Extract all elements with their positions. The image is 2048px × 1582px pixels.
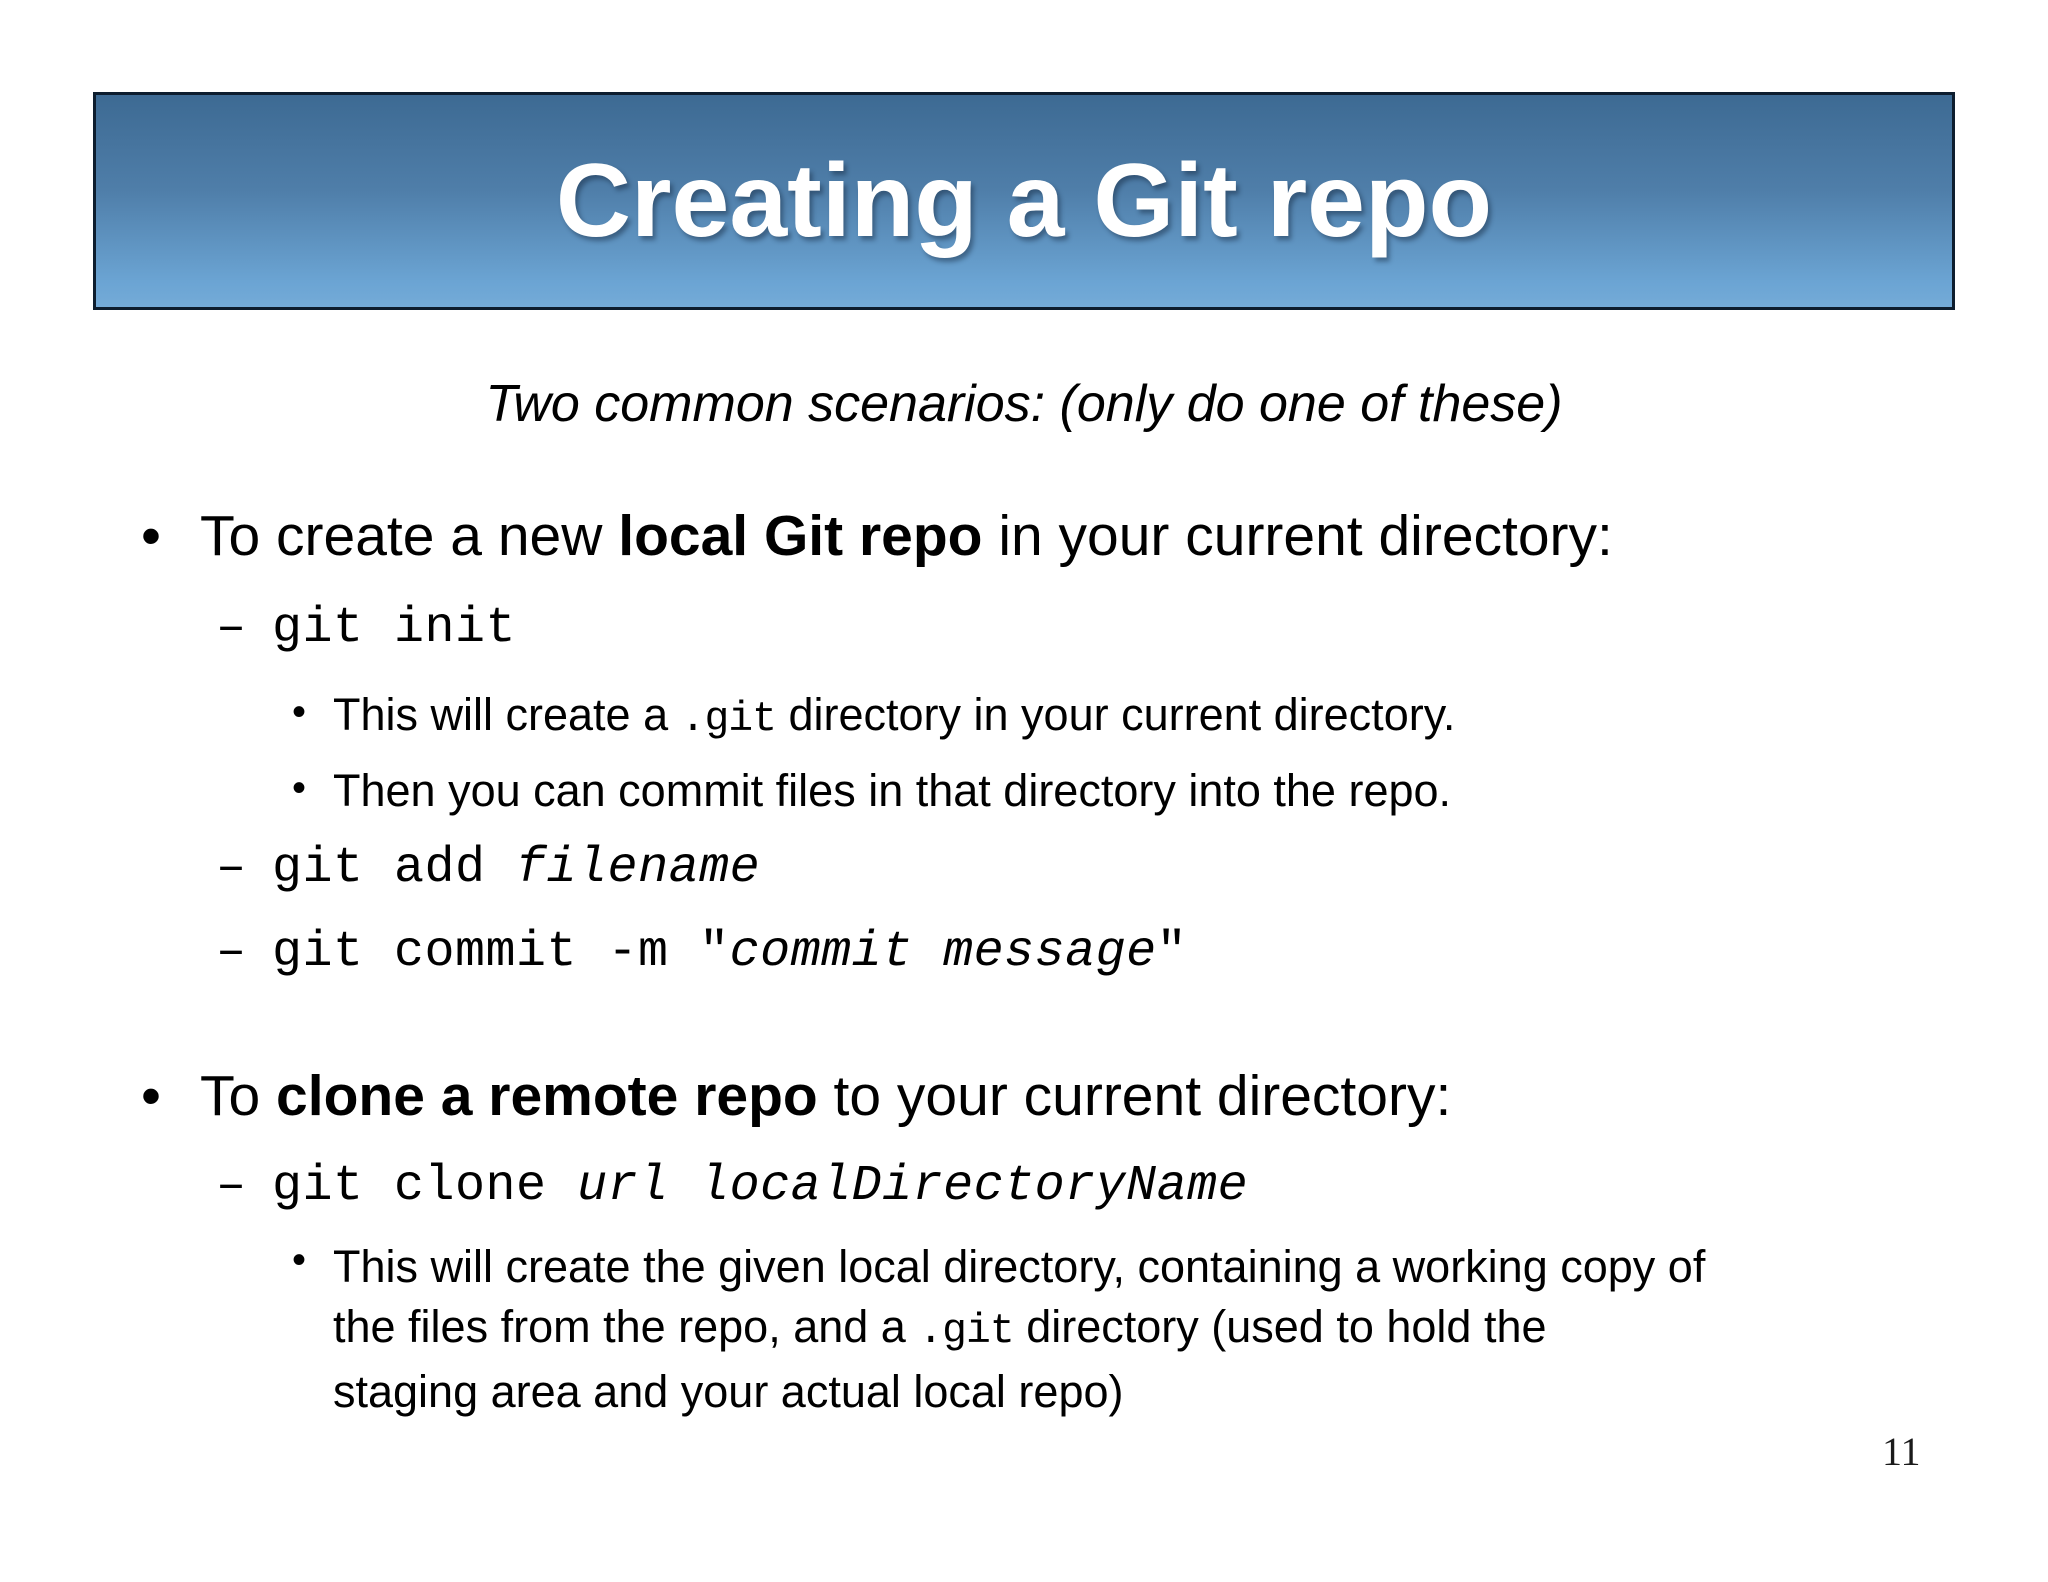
note-text: This will create the given local directo… [333, 1237, 1988, 1422]
heading-post: in your current directory: [982, 504, 1613, 568]
note-git-init-2: • Then you can commit files in that dire… [0, 765, 1988, 817]
note-pre: the files from the repo, and a [333, 1301, 919, 1352]
bullet-marker: • [141, 504, 161, 568]
code-git-init: – git init [0, 600, 1988, 658]
bullet-text: To clone a remote repo to your current d… [200, 1064, 1988, 1130]
bullet-clone-remote-repo: • To clone a remote repo to your current… [0, 1064, 1988, 1130]
dash-marker: – [216, 924, 247, 981]
command-text: git add filename [272, 840, 1988, 898]
command-text: git init [272, 600, 517, 657]
command-pre: git commit -m " [272, 924, 730, 981]
command-text: git commit -m "commit message" [272, 924, 1988, 982]
bullet-marker: • [292, 690, 307, 734]
page-number: 11 [1882, 1429, 1921, 1474]
command-pre: git clone [272, 1158, 578, 1215]
heading-bold: clone a remote repo [276, 1064, 818, 1128]
note-line-3: staging area and your actual local repo) [333, 1366, 1124, 1417]
note-text: This will create a .git directory in you… [333, 689, 1988, 745]
dash-marker: – [216, 600, 247, 657]
slide-subtitle: Two common scenarios: (only do one of th… [485, 375, 1563, 433]
heading-pre: To [200, 1064, 277, 1128]
note-post: directory (used to hold the [1013, 1301, 1547, 1352]
command-arg: commit message [729, 924, 1157, 981]
dash-marker: – [216, 1158, 247, 1215]
command-pre: git add [272, 840, 517, 897]
slide-title: Creating a Git repo [555, 142, 1493, 259]
code-git-clone: – git clone url localDirectoryName [0, 1158, 1988, 1216]
command-arg: filename [516, 840, 761, 897]
dash-marker: – [216, 840, 247, 897]
inline-code-git-dir: .git [680, 697, 777, 743]
bullet-marker: • [141, 1064, 161, 1128]
code-git-commit: – git commit -m "commit message" [0, 924, 1988, 982]
command-arg: url localDirectoryName [577, 1158, 1249, 1215]
command-post: " [1156, 924, 1188, 981]
heading-pre: To create a new [200, 504, 619, 568]
note-post: directory in your current directory. [775, 689, 1456, 740]
code-git-add: – git add filename [0, 840, 1988, 898]
heading-post: to your current directory: [817, 1064, 1452, 1128]
bullet-marker: • [292, 766, 307, 810]
note-git-clone: • This will create the given local direc… [0, 1237, 1988, 1422]
heading-bold: local Git repo [618, 504, 983, 568]
note-git-init-1: • This will create a .git directory in y… [0, 689, 1988, 745]
bullet-create-local-repo: • To create a new local Git repo in your… [0, 504, 1988, 570]
note-line-2: the files from the repo, and a .git dire… [333, 1297, 1988, 1362]
inline-code-git-dir: .git [918, 1309, 1014, 1355]
note-text: Then you can commit files in that direct… [333, 765, 1452, 816]
bullet-marker: • [292, 1238, 307, 1282]
note-pre: This will create a [333, 689, 681, 740]
title-banner: Creating a Git repo [93, 92, 1955, 310]
note-line-1: This will create the given local directo… [333, 1241, 1706, 1292]
bullet-text: To create a new local Git repo in your c… [200, 504, 1988, 570]
command-text: git clone url localDirectoryName [272, 1158, 1988, 1216]
